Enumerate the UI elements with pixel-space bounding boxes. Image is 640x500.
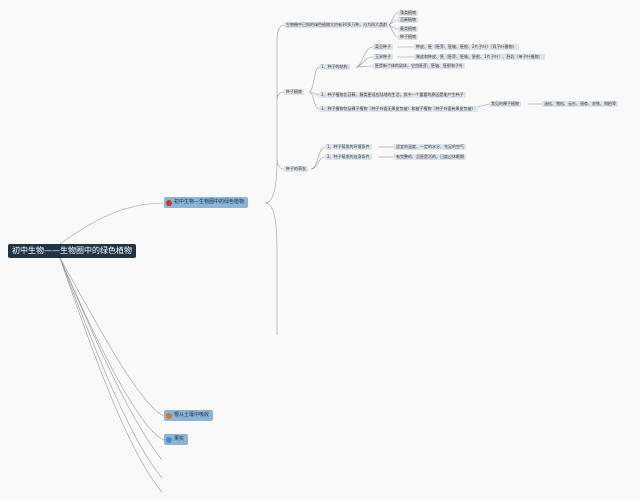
root-topic[interactable]: 初中生物——生物圈中的绿色植物 [8,244,136,258]
group-moss[interactable]: 苔藓植物 [398,17,418,23]
red-circle-icon [166,199,172,206]
connector [308,91,320,110]
orange-circle-icon [166,412,172,419]
connector [387,12,399,26]
common-gymnosperms-node[interactable]: 常见的裸子植物 [489,101,521,107]
gymnosperm-examples[interactable]: 油松、雪松、云杉、银杏、苏铁、侧柏等 [542,101,618,107]
main-topic-green-plants[interactable]: 初中生物—生物圈中的绿色植物 [164,197,249,208]
corn-seed-desc[interactable]: 果皮和种皮、胚（胚芽、胚轴、胚根、1片子叶）、胚乳（单子叶植物） [414,54,545,60]
seed-plants-node[interactable]: 种子植物 [284,89,304,95]
connector [59,257,165,441]
germination-node[interactable]: 种子的萌发 [284,166,308,172]
bean-seed-desc[interactable]: 种皮、胚（胚芽、胚轴、胚根、2片子叶）（双子叶植物） [414,44,519,50]
connector [310,146,326,170]
main-topic-root-absorb[interactable]: 根从土壤中吸收 [164,410,214,421]
seed-plant-types-node[interactable]: 3、种子植物包括裸子植物（种子外面无果皮包被）和被子植物（种子外面有果皮包被） [319,106,478,112]
connector [264,202,278,335]
connector [264,159,278,204]
connector [308,66,320,93]
embryo-note[interactable]: 胚是新个体的幼体，它由胚芽、胚轴、胚根和子叶 [373,63,465,69]
group-algae[interactable]: 藻类植物 [398,10,418,16]
connector [59,257,163,493]
seed-advantage-node[interactable]: 2、种子植物比苔藓、蕨类更适应陆地的生活，其中一个重要的原因是能产生种子 [319,92,466,98]
root-topic-label: 初中生物——生物圈中的绿色植物 [12,246,132,255]
connector [276,159,285,170]
connector [387,24,399,38]
connector [276,24,285,160]
group-fern[interactable]: 蕨类植物 [398,26,418,32]
connector [355,46,374,68]
connector [59,202,165,245]
plant-groups-intro[interactable]: 生物圈中已知的绿色植物大约有30多万种，分为四大类群 [284,22,390,28]
connector [355,65,374,68]
connector [59,257,163,461]
germination-env-node[interactable]: 1、种子萌发的环境条件 [325,144,372,150]
connector [310,156,326,170]
germination-env-desc[interactable]: 适宜的温度、一定的水分、充足的空气 [394,144,466,150]
main-topic-fruit[interactable]: 果实 [164,434,189,445]
main-topic-label: 初中生物—生物圈中的绿色植物 [174,199,245,205]
germination-self-node[interactable]: 2、种子萌发的自身条件 [325,154,372,160]
main-topic-label: 果实 [174,436,185,442]
seed-structure-node[interactable]: 1、种子的结构 [319,64,350,70]
group-seed[interactable]: 种子植物 [398,34,418,40]
connector [59,257,165,417]
germination-self-desc[interactable]: 有完整的、且胚是活的，已度过休眠期 [394,154,466,160]
corn-seed-node[interactable]: 玉米种子 [373,54,393,60]
bean-seed-node[interactable]: 菜豆种子 [373,44,393,50]
connector [276,91,285,101]
main-topic-label: 根从土壤中吸收 [174,412,210,418]
connector [59,257,163,479]
blue-circle-icon [166,436,172,443]
